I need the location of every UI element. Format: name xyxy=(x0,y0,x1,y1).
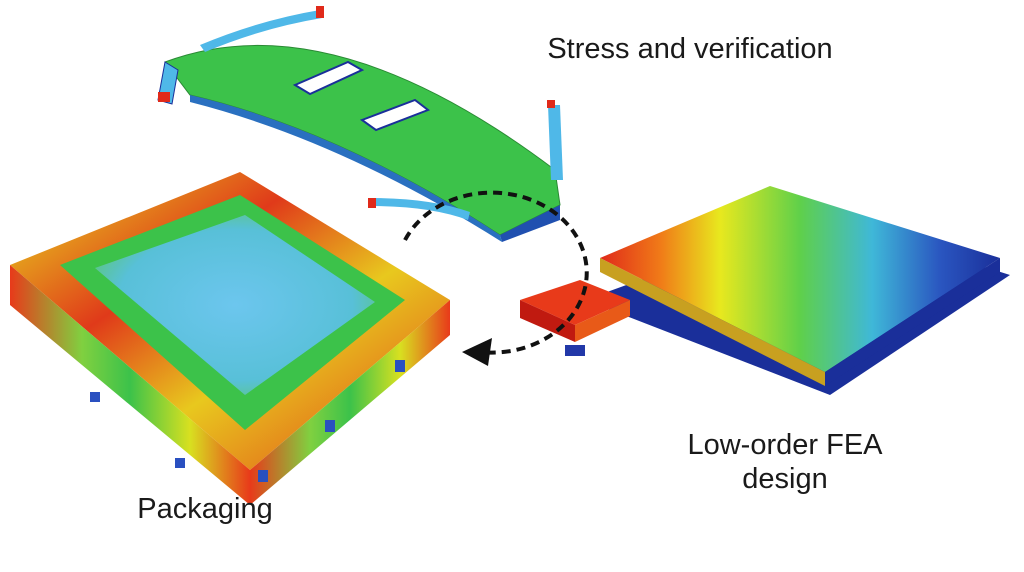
fea-design-label: Low-order FEA design xyxy=(640,428,930,496)
stress-beam-model xyxy=(157,6,563,242)
packaging-label: Packaging xyxy=(137,493,273,525)
fea-label-line1: Low-order FEA xyxy=(687,429,883,461)
fea-label-line2: design xyxy=(742,463,828,495)
dashed-cycle-arrow-icon xyxy=(403,190,589,366)
low-order-fea-model xyxy=(520,186,1010,395)
stress-verification-label: Stress and verification xyxy=(547,33,833,65)
packaging-model xyxy=(10,172,450,505)
